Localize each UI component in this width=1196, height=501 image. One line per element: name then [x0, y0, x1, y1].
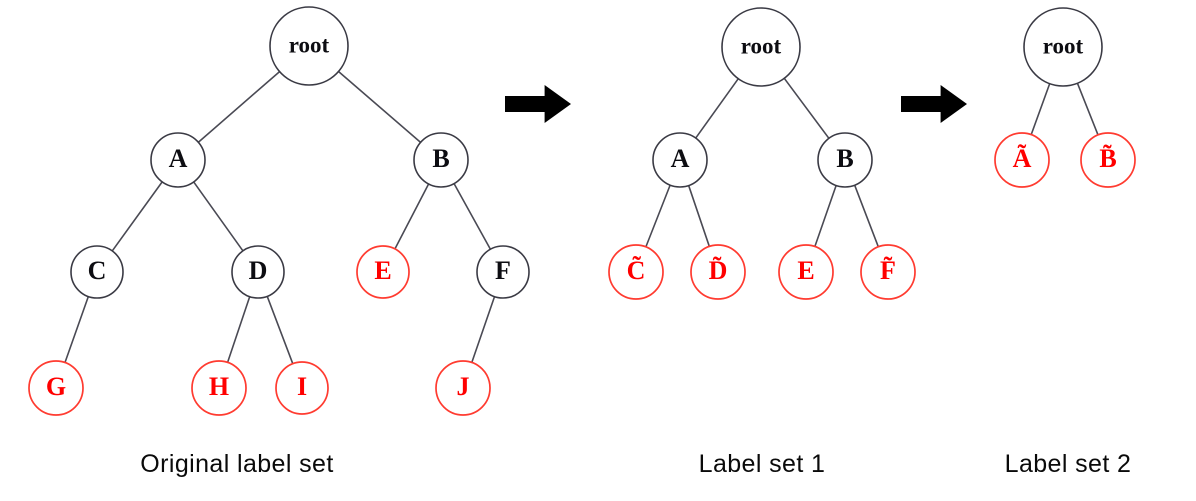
- tree-node-c[interactable]: C: [70, 245, 124, 299]
- node-circle[interactable]: [269, 6, 349, 86]
- tree-edge: [226, 295, 251, 364]
- node-label: C̃: [627, 256, 646, 285]
- node-circle[interactable]: [652, 132, 708, 188]
- node-circle[interactable]: [994, 132, 1050, 188]
- tree-node-e[interactable]: E: [356, 245, 410, 299]
- tree-edge: [694, 77, 740, 139]
- tree-edge: [814, 184, 837, 248]
- node-circle[interactable]: [860, 244, 916, 300]
- tree-node-ct[interactable]: C̃: [608, 244, 664, 300]
- node-label: E: [374, 256, 391, 285]
- tree-node-e[interactable]: E: [778, 244, 834, 300]
- tree-edge: [853, 184, 880, 248]
- tree-node-h[interactable]: H: [191, 360, 247, 416]
- tree-edge: [64, 295, 90, 364]
- tree-node-ft[interactable]: F̃: [860, 244, 916, 300]
- tree-edge: [337, 70, 422, 144]
- node-circle[interactable]: [1080, 132, 1136, 188]
- node-label: J: [457, 372, 470, 401]
- node-label: root: [741, 33, 782, 58]
- node-circle[interactable]: [1023, 7, 1103, 87]
- tree-node-bt[interactable]: B̃: [1080, 132, 1136, 188]
- tree-node-dt[interactable]: D̃: [690, 244, 746, 300]
- node-circle[interactable]: [608, 244, 664, 300]
- node-circle[interactable]: [28, 360, 84, 416]
- node-label: root: [289, 32, 330, 57]
- tree-node-b[interactable]: B: [817, 132, 873, 188]
- node-label: F̃: [880, 256, 896, 285]
- node-circle[interactable]: [150, 132, 206, 188]
- tree-edge: [471, 295, 496, 364]
- tree-edge: [1076, 82, 1099, 136]
- node-circle[interactable]: [817, 132, 873, 188]
- node-label: C: [88, 256, 107, 285]
- tree-edge: [453, 182, 492, 251]
- transform-arrow-icon: [505, 85, 571, 123]
- tree-edge: [111, 181, 163, 252]
- node-label: A: [671, 144, 690, 173]
- tree-edge: [192, 181, 244, 252]
- tree-node-root[interactable]: root: [1023, 7, 1103, 87]
- node-label: G: [46, 372, 66, 401]
- tree-node-f[interactable]: F: [476, 245, 530, 299]
- tree-node-root[interactable]: root: [269, 6, 349, 86]
- node-circle[interactable]: [435, 360, 491, 416]
- tree-node-g[interactable]: G: [28, 360, 84, 416]
- node-label: Ã: [1013, 144, 1032, 173]
- node-label: D: [249, 256, 268, 285]
- tree-edge: [783, 77, 830, 140]
- node-label: root: [1043, 33, 1084, 58]
- node-label: D̃: [709, 256, 728, 285]
- node-circle[interactable]: [356, 245, 410, 299]
- tree-edge: [394, 183, 430, 250]
- node-circle[interactable]: [275, 361, 329, 415]
- arrows-layer: [505, 85, 967, 123]
- captions-layer: Original label set Label set 1 Label set 2: [140, 450, 1131, 478]
- tree-node-i[interactable]: I: [275, 361, 329, 415]
- node-circle[interactable]: [778, 244, 834, 300]
- tree-node-root[interactable]: root: [721, 7, 801, 87]
- node-circle[interactable]: [231, 245, 285, 299]
- node-circle[interactable]: [70, 245, 124, 299]
- tree-caption: Label set 1: [699, 450, 826, 478]
- tree-node-a[interactable]: A: [652, 132, 708, 188]
- tree-edge: [687, 184, 711, 248]
- node-label: B: [836, 144, 853, 173]
- tree-caption: Original label set: [140, 450, 333, 478]
- tree-edge: [1030, 82, 1051, 136]
- tree-node-at[interactable]: Ã: [994, 132, 1050, 188]
- node-label: I: [297, 372, 307, 401]
- tree-node-b[interactable]: B: [413, 132, 469, 188]
- node-label: B: [432, 144, 449, 173]
- tree-node-d[interactable]: D: [231, 245, 285, 299]
- tree-caption: Label set 2: [1005, 450, 1132, 478]
- node-circle[interactable]: [690, 244, 746, 300]
- node-circle[interactable]: [191, 360, 247, 416]
- tree-node-a[interactable]: A: [150, 132, 206, 188]
- node-label: A: [169, 144, 188, 173]
- node-circle[interactable]: [476, 245, 530, 299]
- node-circle[interactable]: [413, 132, 469, 188]
- tree-edge: [197, 70, 281, 144]
- node-circle[interactable]: [721, 7, 801, 87]
- node-label: E: [797, 256, 814, 285]
- node-label: F: [495, 256, 511, 285]
- tree-edge: [645, 184, 671, 248]
- edges-layer: [64, 70, 1099, 365]
- node-label: H: [209, 372, 229, 401]
- node-label: B̃: [1099, 144, 1116, 173]
- tree-node-j[interactable]: J: [435, 360, 491, 416]
- tree-edge: [266, 295, 294, 365]
- transform-arrow-icon: [901, 85, 967, 123]
